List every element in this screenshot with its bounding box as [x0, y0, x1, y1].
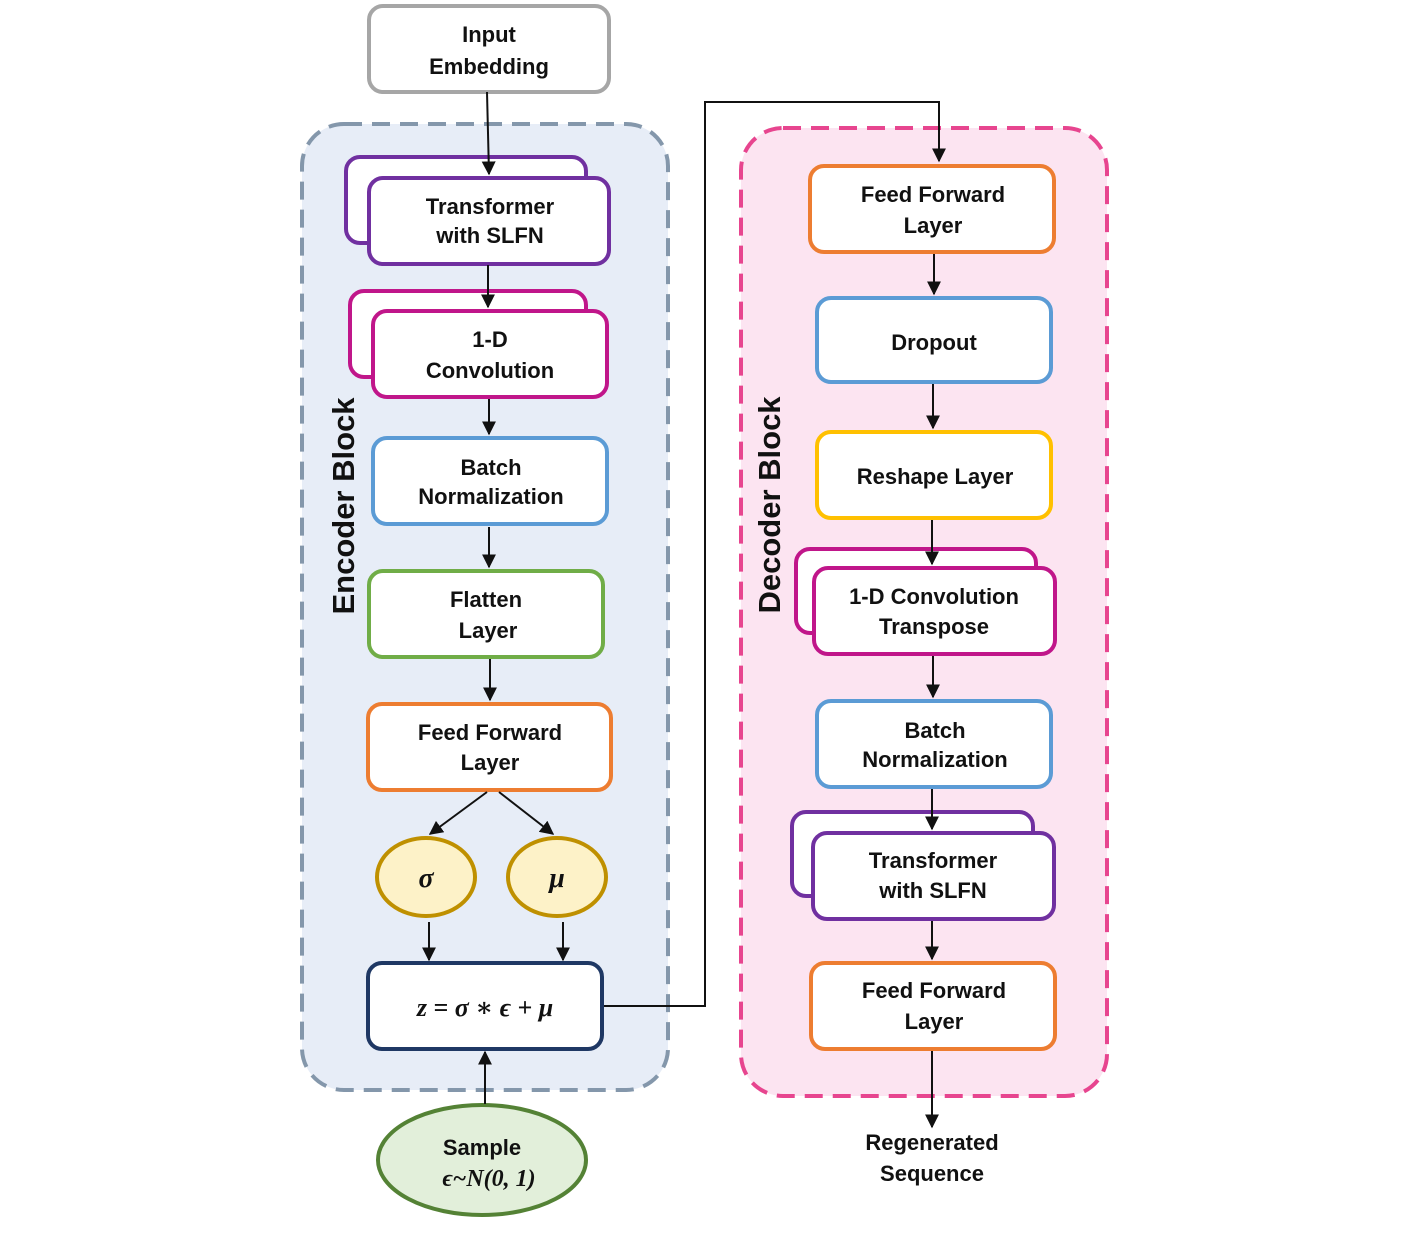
connector-arrows	[604, 101, 946, 1007]
encoder-feedforward-label-1: Feed Forward	[418, 720, 562, 745]
mu-label: μ	[547, 863, 565, 894]
decoder-feedforward-bottom-label-2: Layer	[905, 1009, 964, 1034]
encoder-batchnorm-label-2: Normalization	[418, 484, 563, 509]
arrow-feedforward-to-sigma	[428, 791, 488, 835]
decoder-feedforward-top-label-2: Layer	[904, 213, 963, 238]
decoder-transformer-label-2: with SLFN	[878, 878, 987, 903]
decoder-block-title: Decoder Block	[752, 396, 787, 614]
output-label-2: Sequence	[880, 1161, 984, 1186]
arrow-reparam-to-decoder	[604, 101, 946, 1007]
decoder-conv-transpose-label-2: Transpose	[879, 614, 989, 639]
decoder-feedforward-top-label-1: Feed Forward	[861, 182, 1005, 207]
decoder-batchnorm-box	[815, 699, 1053, 789]
encoder-transformer-label-2: with SLFN	[435, 223, 544, 248]
input-embedding-label-2: Embedding	[429, 54, 549, 79]
decoder-feedforward-bottom-label-1: Feed Forward	[862, 978, 1006, 1003]
decoder-transformer-label-1: Transformer	[869, 848, 998, 873]
encoder-transformer-label-1: Transformer	[426, 194, 555, 219]
sample-label: Sample	[443, 1135, 521, 1160]
encoder-block-title: Encoder Block	[326, 397, 361, 615]
decoder-transformer-box	[811, 831, 1056, 921]
decoder-reshape-label: Reshape Layer	[857, 464, 1014, 489]
encoder-flatten-label-1: Flatten	[450, 587, 522, 612]
input-embedding-box	[367, 4, 611, 94]
sigma-label: σ	[418, 863, 434, 894]
encoder-flatten-label-2: Layer	[459, 618, 518, 643]
decoder-arrows	[925, 254, 941, 1129]
encoder-flatten-box	[367, 569, 605, 659]
encoder-conv-box	[371, 309, 609, 399]
decoder-batchnorm-label-1: Batch	[904, 718, 965, 743]
reparameterization-formula: z = σ ∗ ϵ + μ	[416, 993, 553, 1022]
arrow-feedforward-to-mu	[498, 791, 555, 835]
encoder-conv-label-1: 1-D	[472, 327, 507, 352]
sample-node	[376, 1103, 588, 1217]
encoder-transformer-box	[367, 176, 611, 266]
reparameterization-box	[366, 961, 604, 1051]
encoder-feedforward-box	[366, 702, 613, 792]
decoder-conv-transpose-box	[812, 566, 1057, 656]
sigma-node	[375, 836, 477, 918]
arrow-input-to-transformer	[481, 91, 496, 176]
encoder-feedforward-label-2: Layer	[461, 750, 520, 775]
decoder-feedforward-top-box	[808, 164, 1056, 254]
decoder-batchnorm-label-2: Normalization	[862, 747, 1007, 772]
output-label-1: Regenerated	[865, 1130, 998, 1155]
decoder-conv-transpose-label-1: 1-D Convolution	[849, 584, 1019, 609]
mu-node	[506, 836, 608, 918]
decoder-dropout-label: Dropout	[891, 330, 977, 355]
encoder-arrows	[422, 91, 570, 1104]
decoder-reshape-box	[815, 430, 1053, 520]
sample-distribution: ϵ~N(0, 1)	[442, 1166, 535, 1192]
decoder-feedforward-bottom-box	[809, 961, 1057, 1051]
encoder-batchnorm-box	[371, 436, 609, 526]
encoder-conv-label-2: Convolution	[426, 358, 554, 383]
encoder-batchnorm-label-1: Batch	[460, 455, 521, 480]
input-embedding-label-1: Input	[462, 22, 516, 47]
decoder-dropout-box	[815, 296, 1053, 384]
